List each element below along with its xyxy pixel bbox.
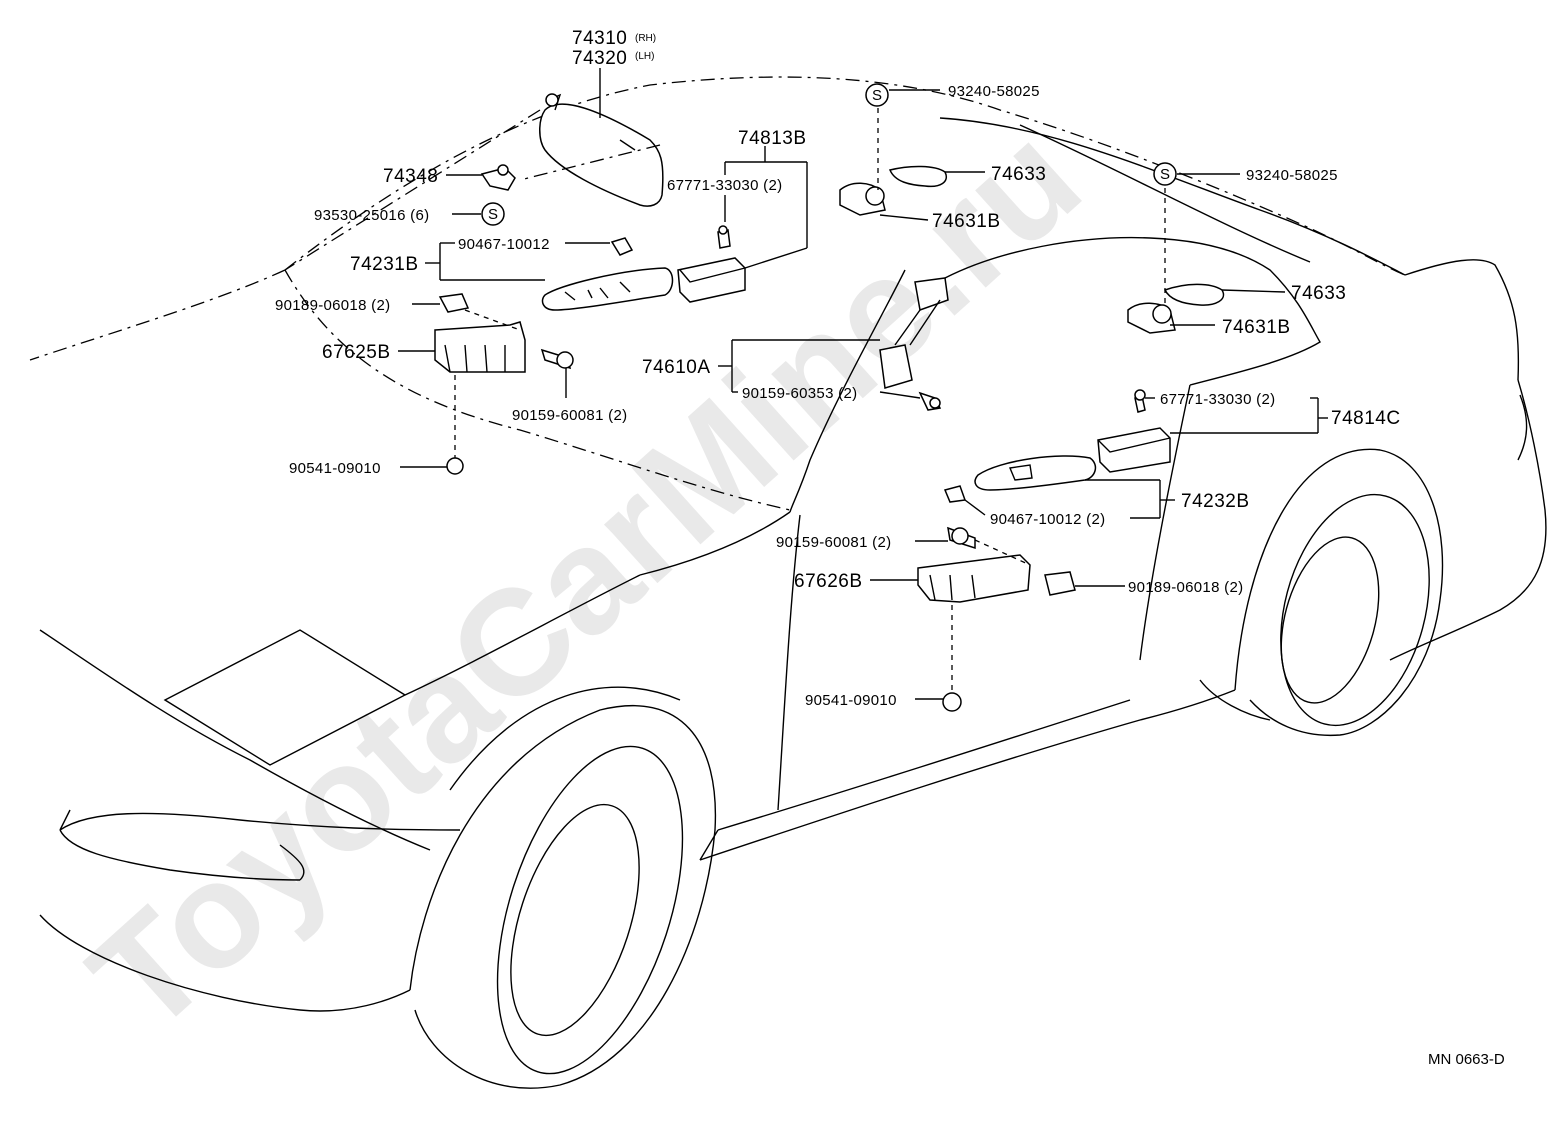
label-90159-60081-right: 90159-60081 (2) <box>776 534 891 551</box>
roof-clip-left <box>839 108 947 216</box>
label-67771-33030-right: 67771-33030 (2) <box>1160 391 1275 408</box>
roof-clip-right <box>1127 188 1225 334</box>
labels: 74310 (RH) 74320 (LH) 74348 93530-25016 … <box>275 28 1505 1068</box>
left-bracket <box>434 293 574 475</box>
diagram-code: MN 0663-D <box>1428 1051 1505 1068</box>
label-74814C: 74814C <box>1331 408 1401 429</box>
label-74320: 74320 <box>572 48 627 69</box>
label-67626B: 67626B <box>794 571 863 592</box>
svg-text:S: S <box>1160 166 1170 183</box>
right-console <box>943 389 1171 503</box>
label-93240-58025-left: 93240-58025 <box>948 83 1040 100</box>
s-symbol-93240-right: S <box>1153 162 1177 186</box>
visor-holder <box>480 164 516 191</box>
s-symbol-93530: S <box>481 202 505 226</box>
label-90159-60353: 90159-60353 (2) <box>742 385 857 402</box>
car-body-outline <box>29 76 1547 1089</box>
label-90159-60081-left: 90159-60081 (2) <box>512 407 627 424</box>
label-90189-06018-left: 90189-06018 (2) <box>275 297 390 314</box>
left-console <box>541 225 746 311</box>
label-74631B-left: 74631B <box>932 211 1001 232</box>
label-90467-10012-left: 90467-10012 <box>458 236 550 253</box>
svg-text:S: S <box>488 206 498 223</box>
label-74633-right: 74633 <box>1291 283 1346 304</box>
label-74320-side: (LH) <box>635 51 654 62</box>
s-symbol-93240-left: S <box>865 83 889 107</box>
label-93530-25016: 93530-25016 (6) <box>314 207 429 224</box>
sun-visor <box>284 93 664 271</box>
svg-text:S: S <box>872 87 882 104</box>
label-90541-09010-left: 90541-09010 <box>289 460 381 477</box>
label-90541-09010-right: 90541-09010 <box>805 692 897 709</box>
label-74310: 74310 <box>572 28 627 49</box>
label-74631B-right: 74631B <box>1222 317 1291 338</box>
label-74633-left: 74633 <box>991 164 1046 185</box>
label-74231B: 74231B <box>350 254 419 275</box>
leader-lines <box>398 68 1328 700</box>
label-93240-58025-right: 93240-58025 <box>1246 167 1338 184</box>
label-74232B: 74232B <box>1181 491 1250 512</box>
label-74310-side: (RH) <box>635 33 656 44</box>
label-74348: 74348 <box>383 166 438 187</box>
label-74610A: 74610A <box>642 357 711 378</box>
right-bracket <box>917 526 1076 712</box>
label-67771-33030-left: 67771-33030 (2) <box>667 177 782 194</box>
label-74813B: 74813B <box>738 128 807 149</box>
label-90467-10012-right: 90467-10012 (2) <box>990 511 1105 528</box>
assist-grip <box>879 277 949 411</box>
label-67625B: 67625B <box>322 342 391 363</box>
label-90189-06018-right: 90189-06018 (2) <box>1128 579 1243 596</box>
